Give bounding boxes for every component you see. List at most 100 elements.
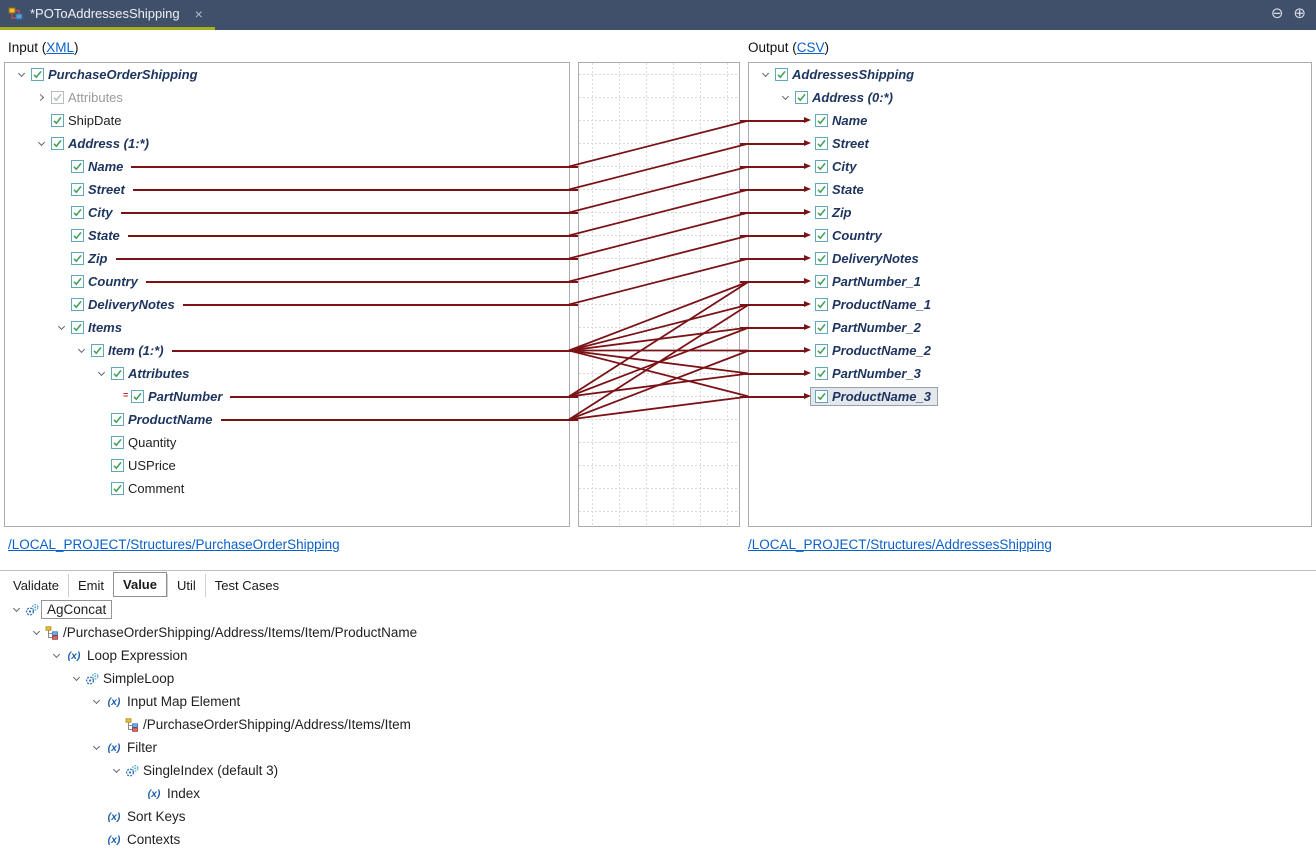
output-node-addresses-shipping[interactable]: AddressesShipping bbox=[749, 63, 1311, 86]
tab-emit[interactable]: Emit bbox=[68, 574, 113, 597]
input-node-us-price[interactable]: USPrice bbox=[5, 454, 569, 477]
chevron-expanded-icon[interactable] bbox=[48, 648, 64, 664]
input-node-product-name[interactable]: ProductName bbox=[5, 408, 579, 431]
output-node-part-number-1[interactable]: PartNumber_1 bbox=[740, 270, 1311, 293]
node-label: ShipDate bbox=[68, 113, 122, 128]
output-format-link[interactable]: CSV bbox=[796, 40, 825, 55]
chevron-expanded-icon[interactable] bbox=[53, 320, 69, 336]
circle-plus-button[interactable]: ⊕ bbox=[1293, 4, 1306, 22]
chevron-expanded-icon[interactable] bbox=[88, 694, 104, 710]
value-node-sort-keys[interactable]: (x)Sort Keys bbox=[0, 805, 1316, 828]
chevron-expanded-icon[interactable] bbox=[777, 90, 793, 106]
chevron-expanded-icon[interactable] bbox=[108, 763, 124, 779]
document-tab-title: *POToAddressesShipping bbox=[30, 6, 180, 21]
mapping-canvas bbox=[568, 62, 750, 527]
chevron-expanded-icon[interactable] bbox=[33, 136, 49, 152]
element-icon bbox=[813, 160, 829, 174]
output-node-zip[interactable]: Zip bbox=[740, 201, 1311, 224]
tab-validate[interactable]: Validate bbox=[13, 578, 60, 593]
node-label: PartNumber_2 bbox=[832, 320, 921, 335]
input-node-item-attributes[interactable]: Attributes bbox=[5, 362, 569, 385]
element-icon bbox=[813, 344, 829, 358]
value-node-input-map-path[interactable]: /PurchaseOrderShipping/Address/Items/Ite… bbox=[0, 713, 1316, 736]
output-structure-link[interactable]: /LOCAL_PROJECT/Structures/AddressesShipp… bbox=[748, 537, 1052, 552]
tab-util[interactable]: Util bbox=[166, 574, 205, 597]
input-node-street[interactable]: Street bbox=[5, 178, 579, 201]
input-node-address[interactable]: Address (1:*) bbox=[5, 132, 569, 155]
selected-node-highlight: ProductName_3 bbox=[810, 387, 938, 406]
node-label: AddressesShipping bbox=[792, 67, 915, 82]
value-node-loop-expression[interactable]: (x)Loop Expression bbox=[0, 644, 1316, 667]
output-node-address[interactable]: Address (0:*) bbox=[749, 86, 1311, 109]
node-content: Items bbox=[69, 319, 125, 336]
input-format-link[interactable]: XML bbox=[46, 40, 75, 55]
value-node-filter[interactable]: (x)Filter bbox=[0, 736, 1316, 759]
input-node-state[interactable]: State bbox=[5, 224, 579, 247]
output-node-state[interactable]: State bbox=[740, 178, 1311, 201]
tab-value[interactable]: Value bbox=[113, 572, 167, 597]
input-structure-link[interactable]: /LOCAL_PROJECT/Structures/PurchaseOrderS… bbox=[8, 537, 340, 552]
node-label: State bbox=[832, 182, 864, 197]
value-node-simple-loop[interactable]: SimpleLoop bbox=[0, 667, 1316, 690]
output-node-part-number-2[interactable]: PartNumber_2 bbox=[740, 316, 1311, 339]
node-label: Input Map Element bbox=[127, 694, 241, 709]
chevron-expanded-icon[interactable] bbox=[73, 343, 89, 359]
input-node-zip[interactable]: Zip bbox=[5, 247, 579, 270]
chevron-expanded-icon[interactable] bbox=[757, 67, 773, 83]
output-node-part-number-3[interactable]: PartNumber_3 bbox=[740, 362, 1311, 385]
input-node-item[interactable]: Item (1:*) bbox=[5, 339, 579, 362]
input-node-purchase-order-shipping[interactable]: PurchaseOrderShipping bbox=[5, 63, 569, 86]
value-node-target-element[interactable]: /PurchaseOrderShipping/Address/Items/Ite… bbox=[0, 621, 1316, 644]
input-node-part-number[interactable]: =PartNumber bbox=[5, 385, 579, 408]
output-node-city[interactable]: City bbox=[740, 155, 1311, 178]
input-node-attributes[interactable]: Attributes bbox=[5, 86, 569, 109]
input-node-name[interactable]: Name bbox=[5, 155, 579, 178]
input-node-country[interactable]: Country bbox=[5, 270, 579, 293]
input-node-items[interactable]: Items bbox=[5, 316, 569, 339]
element-icon bbox=[813, 229, 829, 243]
node-content: ShipDate bbox=[49, 112, 124, 129]
output-node-delivery-notes[interactable]: DeliveryNotes bbox=[740, 247, 1311, 270]
input-node-quantity[interactable]: Quantity bbox=[5, 431, 569, 454]
node-label: USPrice bbox=[128, 458, 176, 473]
chevron-expanded-icon[interactable] bbox=[88, 740, 104, 756]
circle-minus-button[interactable]: ⊖ bbox=[1270, 4, 1284, 22]
value-node-single-index[interactable]: SingleIndex (default 3) bbox=[0, 759, 1316, 782]
mapping-line bbox=[127, 234, 579, 237]
node-label: PurchaseOrderShipping bbox=[48, 67, 198, 82]
output-node-country[interactable]: Country bbox=[740, 224, 1311, 247]
input-node-ship-date[interactable]: ShipDate bbox=[5, 109, 569, 132]
chevron-expanded-icon[interactable] bbox=[93, 366, 109, 382]
mapping-file-icon bbox=[8, 6, 23, 21]
mapping-line bbox=[131, 165, 579, 168]
node-label: /PurchaseOrderShipping/Address/Items/Ite… bbox=[143, 717, 411, 732]
node-label: Loop Expression bbox=[87, 648, 188, 663]
value-node-agconcat[interactable]: AgConcat bbox=[0, 598, 1316, 621]
tab-test-cases[interactable]: Test Cases bbox=[204, 574, 288, 597]
value-node-input-map-element[interactable]: (x)Input Map Element bbox=[0, 690, 1316, 713]
tab-close-icon[interactable]: × bbox=[194, 5, 203, 22]
chevron-expanded-icon[interactable] bbox=[68, 671, 84, 687]
element-icon bbox=[69, 229, 85, 243]
output-node-product-name-3[interactable]: ProductName_3 bbox=[740, 385, 1311, 408]
mapping-arrow bbox=[740, 163, 811, 169]
value-node-index[interactable]: (x)Index bbox=[0, 782, 1316, 805]
chevron-collapsed-icon[interactable] bbox=[33, 90, 49, 106]
output-structure-path-row: /LOCAL_PROJECT/Structures/AddressesShipp… bbox=[748, 537, 1052, 555]
value-node-contexts[interactable]: (x)Contexts bbox=[0, 828, 1316, 851]
output-node-street[interactable]: Street bbox=[740, 132, 1311, 155]
chevron-expanded-icon[interactable] bbox=[8, 602, 24, 618]
map-path-icon bbox=[124, 717, 140, 732]
input-node-delivery-notes[interactable]: DeliveryNotes bbox=[5, 293, 579, 316]
node-label: PartNumber bbox=[148, 389, 223, 404]
chevron-expanded-icon[interactable] bbox=[13, 67, 29, 83]
output-node-product-name-1[interactable]: ProductName_1 bbox=[740, 293, 1311, 316]
input-label-prefix: Input ( bbox=[8, 40, 47, 55]
chevron-expanded-icon[interactable] bbox=[28, 625, 44, 641]
node-label: ProductName bbox=[128, 412, 213, 427]
input-node-city[interactable]: City bbox=[5, 201, 579, 224]
input-node-comment[interactable]: Comment bbox=[5, 477, 569, 500]
document-tab[interactable]: *POToAddressesShipping × bbox=[0, 0, 215, 30]
output-node-name[interactable]: Name bbox=[740, 109, 1311, 132]
output-node-product-name-2[interactable]: ProductName_2 bbox=[740, 339, 1311, 362]
